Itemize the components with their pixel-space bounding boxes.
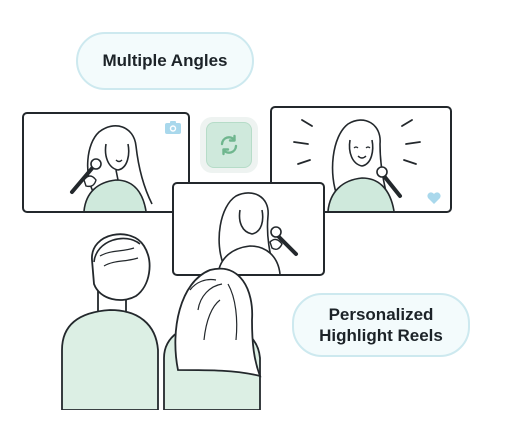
personalized-highlight-reels-label: Personalized Highlight Reels — [292, 293, 470, 357]
heart-icon — [426, 191, 442, 205]
audience-illustration — [40, 220, 300, 410]
camera-view-left[interactable] — [22, 112, 190, 213]
singer-illustration-center — [217, 192, 298, 274]
camera-view-center[interactable] — [172, 182, 325, 276]
singer-illustration-left — [70, 125, 153, 211]
camera-icon — [164, 120, 182, 135]
sync-icon — [217, 133, 241, 157]
multiple-angles-label: Multiple Angles — [76, 32, 254, 90]
highlight-reels-text: Highlight Reels — [319, 326, 443, 345]
multiple-angles-text: Multiple Angles — [102, 51, 228, 70]
sync-button[interactable] — [200, 117, 258, 173]
singer-illustration-right — [293, 119, 421, 211]
personalized-text: Personalized — [328, 305, 434, 324]
